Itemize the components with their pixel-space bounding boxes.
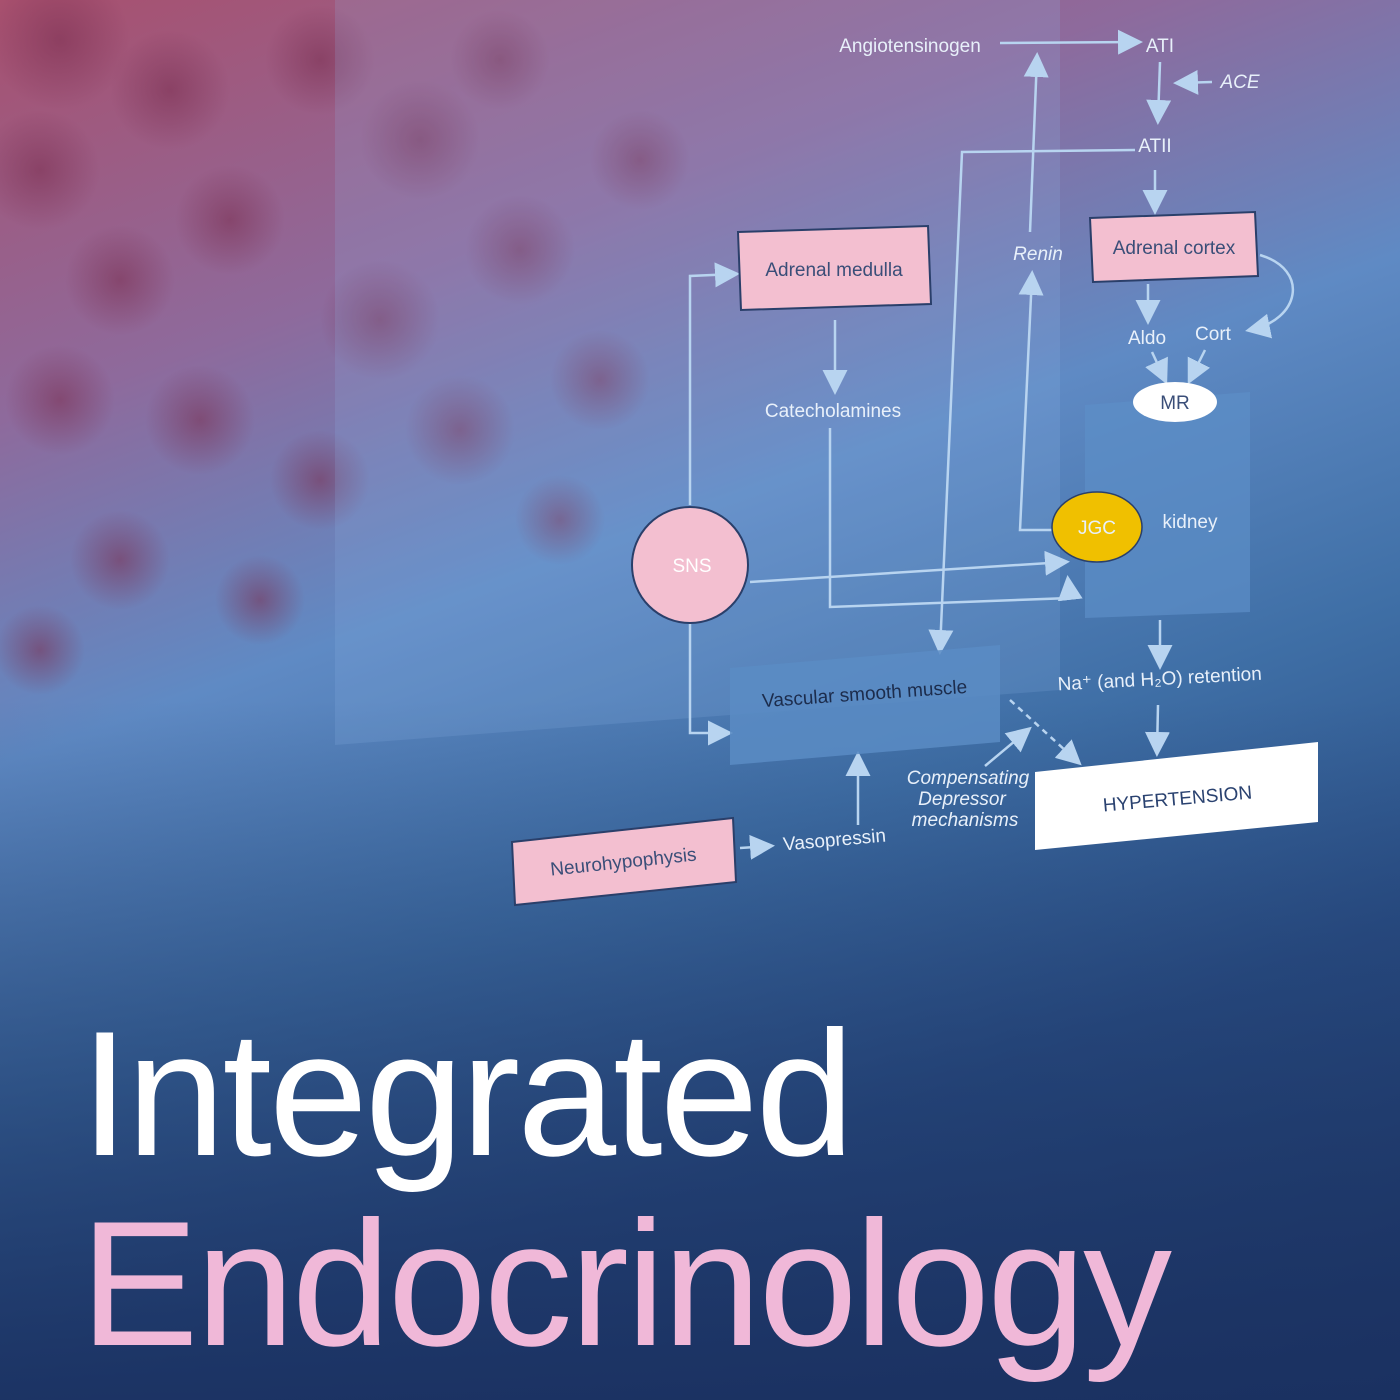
adrenal-cortex-box: Adrenal cortex	[1088, 210, 1260, 284]
compensating-line-1: Compensating	[907, 768, 1030, 789]
title-line-1: Integrated	[80, 994, 855, 1193]
kidney-box	[1085, 392, 1250, 618]
neurohypophysis-box: Neurohypophysis	[510, 816, 738, 907]
angiotensinogen-label: Angiotensinogen	[839, 36, 981, 57]
mr-receptor	[1133, 382, 1217, 422]
catecholamines-label: Catecholamines	[765, 401, 901, 422]
translucent-panel	[335, 0, 1060, 745]
cell-blobs	[0, 0, 690, 695]
atii-label: ATII	[1138, 136, 1171, 157]
sns-circle	[631, 506, 749, 624]
aldo-label: Aldo	[1128, 328, 1166, 349]
compensating-line-2: Depressor	[918, 789, 1006, 810]
mr-label: MR	[1160, 393, 1190, 414]
na-retention-label: Na⁺ (and H₂O) retention	[1057, 664, 1262, 696]
jgc-ellipse	[1051, 491, 1143, 563]
cort-label: Cort	[1195, 324, 1232, 345]
hypertension-box: HYPERTENSION	[1035, 742, 1318, 850]
title-line-2: Endocrinology	[80, 1184, 1172, 1383]
vascular-smooth-muscle-box	[730, 645, 1000, 765]
compensating-mechanisms-label: Compensating Depressor mechanisms	[907, 768, 1030, 831]
arrows	[688, 29, 1295, 860]
vasopressin-label: Vasopressin	[782, 826, 887, 856]
jgc-label: JGC	[1078, 518, 1116, 539]
renin-label: Renin	[1013, 244, 1063, 265]
adrenal-medulla-label: Adrenal medulla	[765, 260, 903, 281]
ati-label: ATI	[1146, 36, 1174, 57]
sns-label: SNS	[672, 556, 711, 577]
compensating-line-3: mechanisms	[912, 810, 1019, 831]
adrenal-medulla-box: Adrenal medulla	[736, 224, 933, 312]
adrenal-cortex-label: Adrenal cortex	[1113, 238, 1236, 259]
ace-label: ACE	[1219, 72, 1259, 93]
kidney-label: kidney	[1163, 512, 1218, 533]
